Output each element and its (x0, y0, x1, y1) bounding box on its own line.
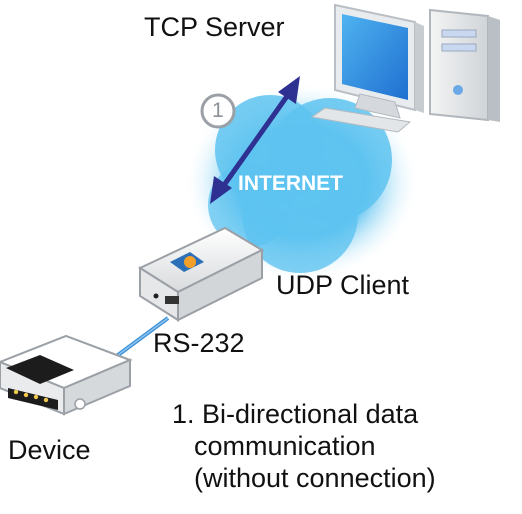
caption-line-3: (without connection) (194, 463, 436, 493)
converter-box-icon (137, 226, 265, 322)
internet-cloud-icon (184, 82, 420, 282)
caption-line-1: 1. Bi-directional data (172, 399, 419, 429)
device-label: Device (8, 435, 91, 465)
tcp-server-label: TCP Server (144, 12, 285, 42)
server-tower-icon (429, 8, 500, 122)
caption: 1. Bi-directional data communication (wi… (172, 398, 436, 494)
monitor-icon (310, 3, 424, 133)
rs232-label: RS-232 (153, 328, 245, 358)
device-icon (0, 334, 133, 416)
udp-client-label: UDP Client (276, 270, 410, 300)
bidirectional-arrow-icon (210, 76, 300, 204)
internet-label: INTERNET (238, 172, 343, 195)
step-marker-number: 1 (212, 99, 224, 122)
caption-line-2: communication (194, 431, 376, 461)
step-marker-icon (200, 93, 236, 129)
